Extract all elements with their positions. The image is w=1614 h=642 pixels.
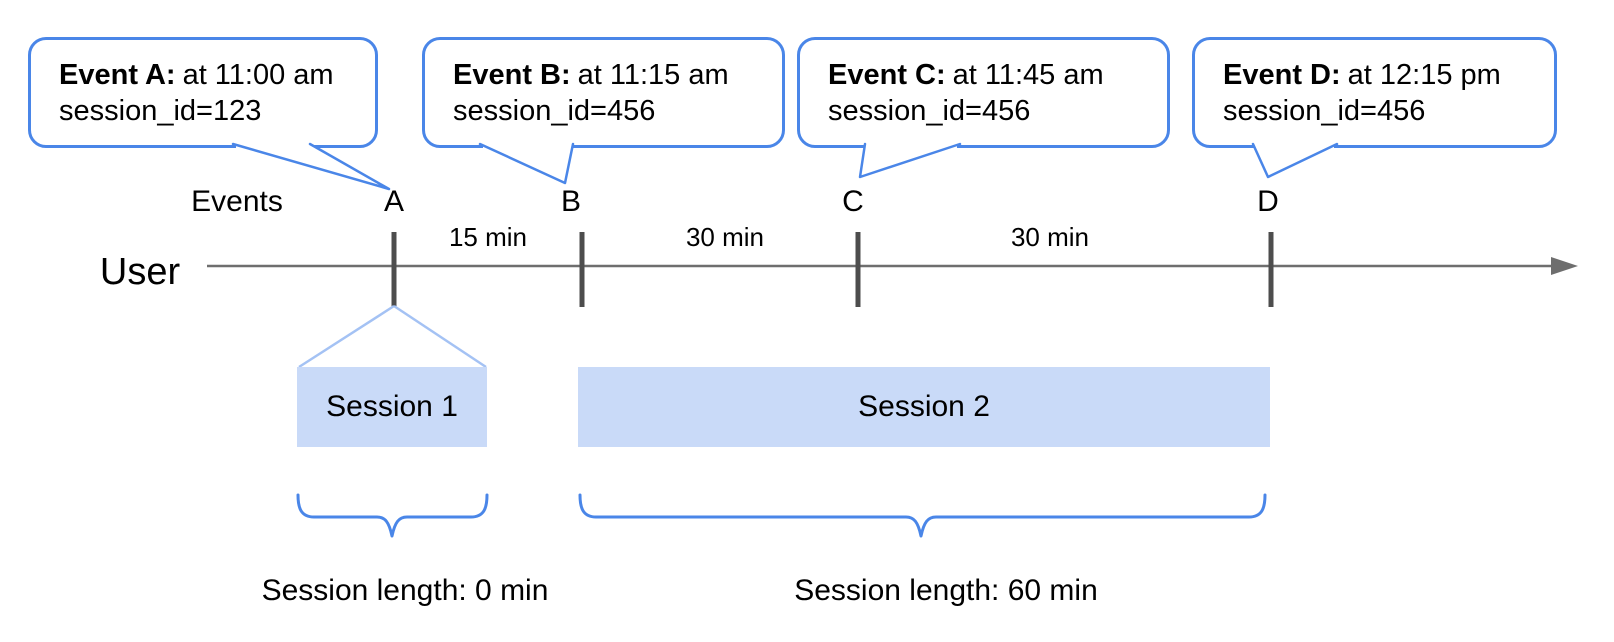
callout-event-a-time: at 11:00 am xyxy=(182,58,334,91)
session-2-brace xyxy=(578,493,1267,538)
callout-event-b-line1: Event B:at 11:15 am xyxy=(453,57,776,93)
callout-event-a-line1: Event A:at 11:00 am xyxy=(59,57,369,93)
callout-event-b-time: at 11:15 am xyxy=(577,58,729,91)
callout-event-d-session-id: session_id=456 xyxy=(1223,94,1426,127)
callout-event-c-line1: Event C:at 11:45 am xyxy=(828,57,1161,93)
arrow-head-icon xyxy=(1551,257,1578,275)
session-2-length-label: Session length: 60 min xyxy=(794,574,1098,607)
callout-event-d-line1: Event D:at 12:15 pm xyxy=(1223,57,1548,93)
callout-event-b-title: Event B: xyxy=(453,58,571,91)
session-1-box: Session 1 xyxy=(297,367,487,447)
callout-event-c: Event C:at 11:45 am session_id=456 xyxy=(797,37,1170,148)
session-1-funnel-left-line xyxy=(298,304,395,369)
session-1-label: Session 1 xyxy=(326,390,458,423)
events-row-label: Events xyxy=(191,185,283,218)
callout-event-a-title: Event A: xyxy=(59,58,176,91)
session-1-funnel-right-line xyxy=(393,304,487,369)
session-1-length-label: Session length: 0 min xyxy=(261,574,549,607)
callout-event-c-session-id: session_id=456 xyxy=(828,94,1031,127)
event-mark-c-label: C xyxy=(842,185,864,218)
event-mark-a-label: A xyxy=(383,185,404,218)
session-2-box: Session 2 xyxy=(578,367,1270,447)
interval-b-c-label: 30 min xyxy=(685,222,765,252)
interval-c-d-label: 30 min xyxy=(1010,222,1090,252)
session-2-label: Session 2 xyxy=(858,390,990,423)
event-mark-d-label: D xyxy=(1257,185,1279,218)
callout-event-c-title: Event C: xyxy=(828,58,946,91)
callout-event-a: Event A:at 11:00 am session_id=123 xyxy=(28,37,378,148)
callout-event-c-time: at 11:45 am xyxy=(952,58,1104,91)
callout-event-d-title: Event D: xyxy=(1223,58,1341,91)
callout-event-d: Event D:at 12:15 pm session_id=456 xyxy=(1192,37,1557,148)
interval-a-b-label: 15 min xyxy=(448,222,528,252)
callout-event-d-time: at 12:15 pm xyxy=(1347,58,1501,91)
session-1-brace xyxy=(296,493,489,538)
user-axis-label: User xyxy=(99,251,181,293)
callout-event-b-session-id: session_id=456 xyxy=(453,94,656,127)
callout-event-b: Event B:at 11:15 am session_id=456 xyxy=(422,37,785,148)
callout-event-a-session-id: session_id=123 xyxy=(59,94,262,127)
event-mark-b-label: B xyxy=(560,185,581,218)
